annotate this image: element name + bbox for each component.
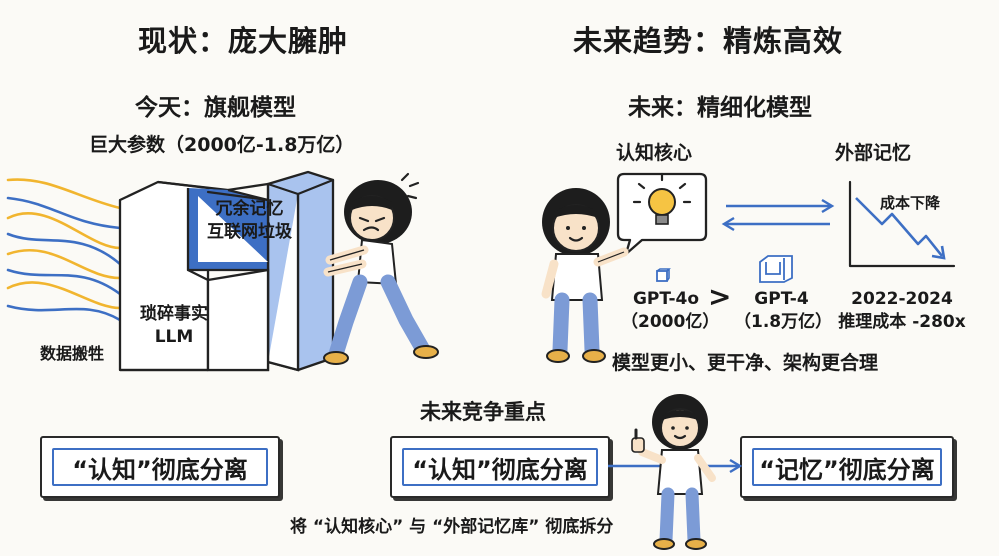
cognition-separation-box-middle: “认知”彻底分离 [390, 436, 610, 498]
cost-reduction-label: 2022-2024 推理成本 -280x [838, 289, 966, 332]
compare-sign: > [708, 280, 732, 313]
cost-chart-icon [848, 180, 956, 268]
left-subtitle: 今天：旗舰模型 [135, 95, 296, 121]
thumbs-up-girl-illustration [631, 394, 716, 550]
right-subtitle: 未来：精细化模型 [628, 95, 812, 121]
small-model-icon [656, 268, 671, 282]
cognitive-core-label: 认知核心 [616, 142, 693, 164]
block-label-bottom: 琐碎事实 LLM [140, 304, 208, 347]
thought-bubble-icon [616, 172, 708, 256]
pushing-girl-illustration [323, 172, 439, 365]
gpt4o-label: GPT-4o （2000亿） [621, 289, 720, 332]
gpt4-label: GPT-4 （1.8万亿） [734, 289, 833, 332]
right-title: 未来趋势：精炼高效 [573, 24, 844, 58]
thumbs-up-icon [631, 428, 666, 464]
bidirectional-arrows [721, 198, 835, 232]
cognition-separation-box-left: “认知”彻底分离 [40, 436, 280, 498]
standing-girl-illustration [541, 188, 629, 363]
llm-block [118, 170, 335, 372]
summary-label: 模型更小、更干净、架构更合理 [612, 352, 879, 374]
bottom-caption: 将 “认知核心” 与 “外部记忆库” 彻底拆分 [290, 517, 614, 537]
data-label: 数据搬牲 [40, 344, 105, 363]
cost-down-label: 成本下降 [880, 194, 941, 212]
memory-separation-box: “记忆”彻底分离 [740, 436, 954, 498]
left-title: 现状：庞大臃肿 [138, 24, 349, 58]
params-label: 巨大参数（2000亿-1.8万亿） [89, 134, 355, 156]
large-model-icon [759, 255, 793, 283]
block-label-top: 冗余记忆 互联网垃圾 [207, 199, 292, 242]
lightbulb-icon [632, 172, 692, 225]
bottom-heading: 未来竞争重点 [420, 400, 546, 424]
external-memory-label: 外部记忆 [835, 142, 912, 164]
